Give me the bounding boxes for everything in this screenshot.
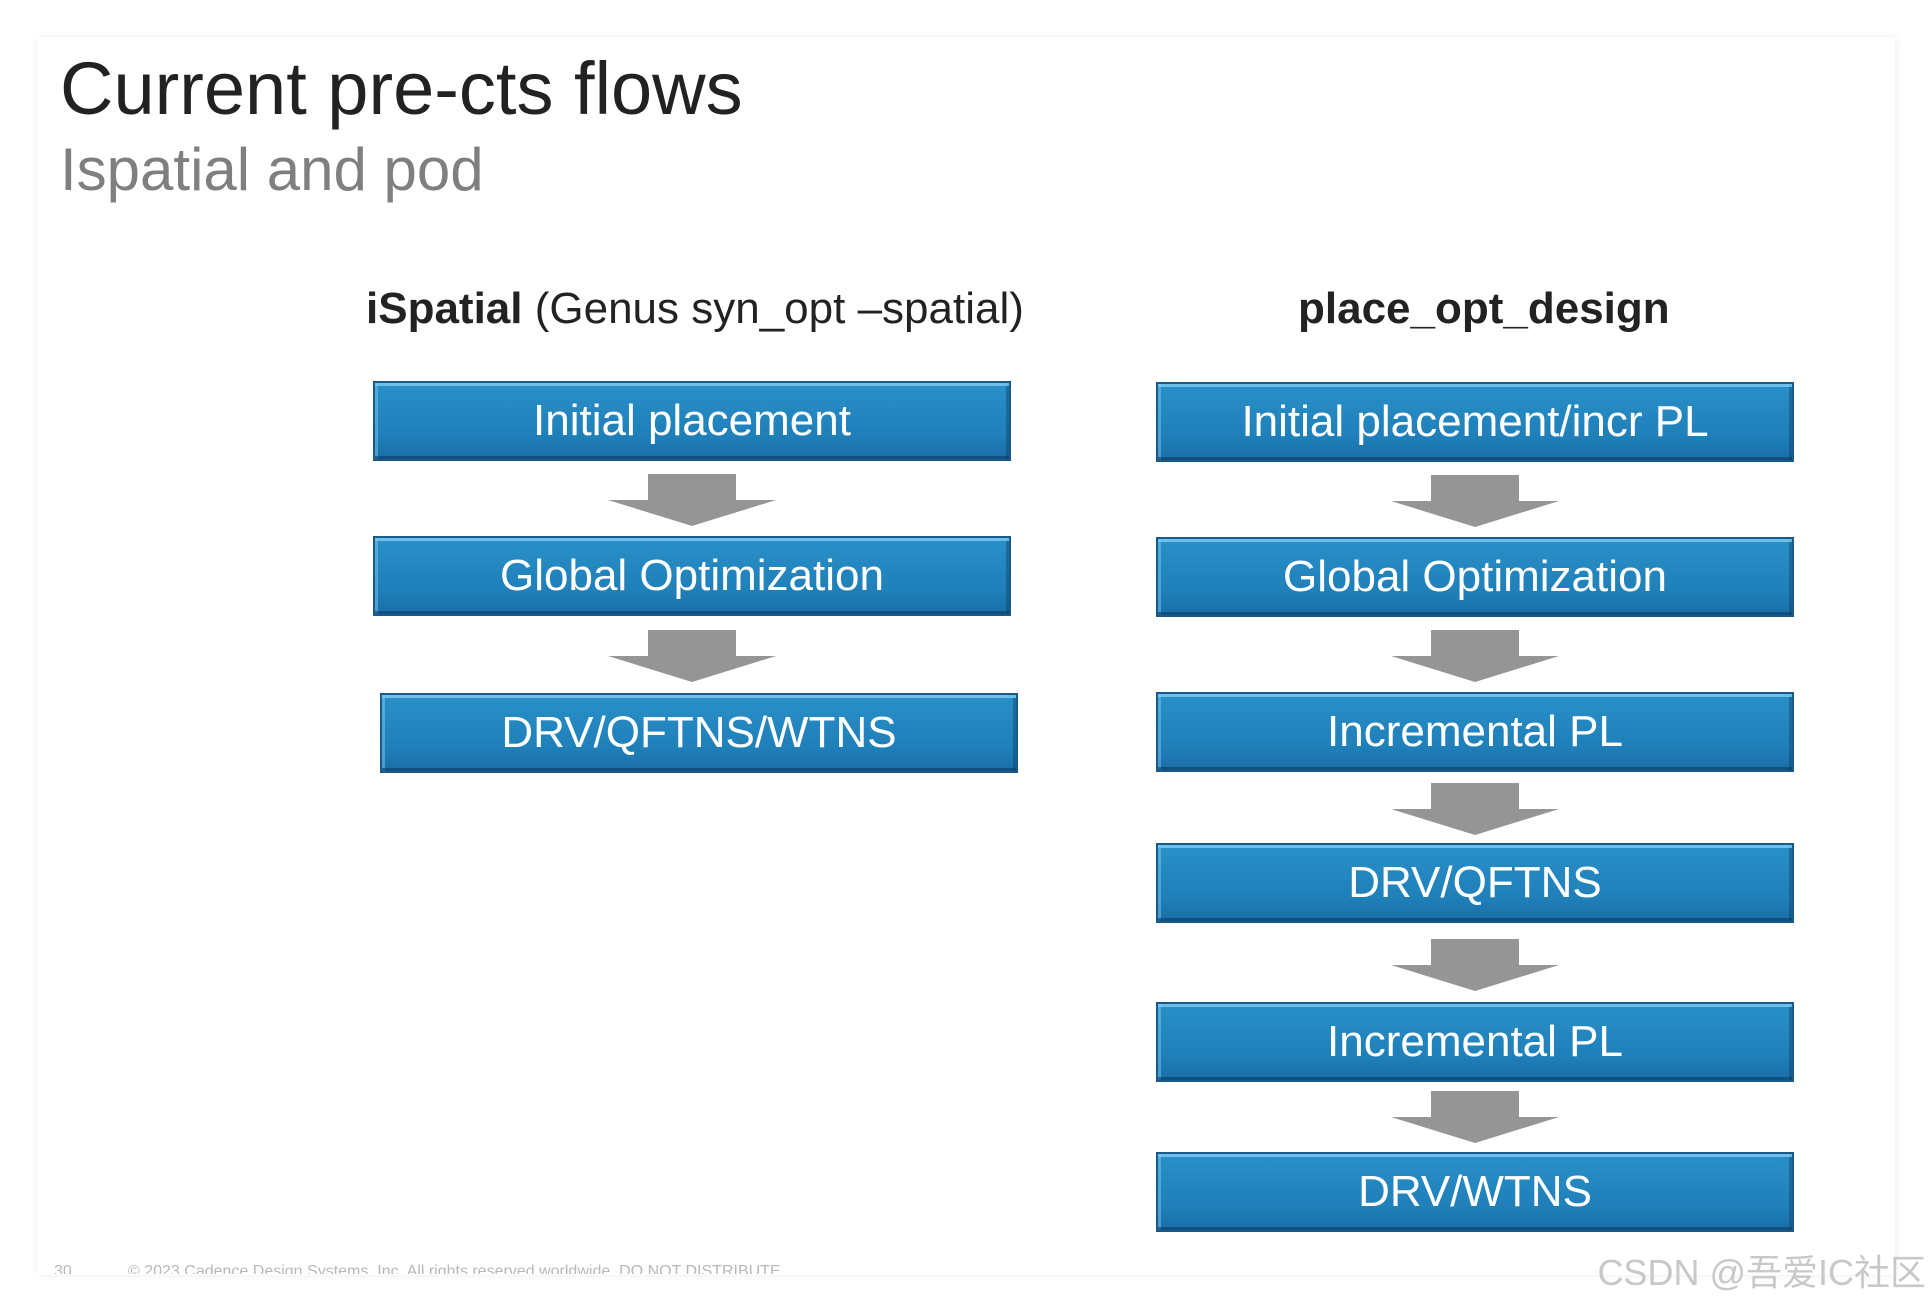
down-arrow-icon	[1391, 939, 1559, 991]
slide	[37, 37, 1895, 1275]
down-arrow-icon	[1391, 630, 1559, 682]
left-heading-bold: iSpatial	[366, 284, 523, 333]
down-arrow-icon	[608, 630, 776, 682]
left-step-global-optimization: Global Optimization	[373, 536, 1011, 616]
right-step-initial-placement-incr-pl: Initial placement/incr PL	[1156, 382, 1794, 462]
watermark: CSDN @吾爱IC社区	[1597, 1252, 1926, 1293]
right-step-global-optimization: Global Optimization	[1156, 537, 1794, 617]
down-arrow-icon	[608, 474, 776, 526]
down-arrow-icon	[1391, 1091, 1559, 1143]
left-column-heading: iSpatial (Genus syn_opt –spatial)	[366, 287, 1024, 331]
right-step-incremental-pl: Incremental PL	[1156, 692, 1794, 772]
right-heading-bold: place_opt_design	[1298, 284, 1670, 333]
right-step-drv-wtns: DRV/WTNS	[1156, 1152, 1794, 1232]
down-arrow-icon	[1391, 475, 1559, 527]
left-heading-rest: (Genus syn_opt –spatial)	[522, 284, 1024, 333]
slide-title: Current pre-cts flows	[60, 47, 743, 130]
left-step-drv-qftns-wtns: DRV/QFTNS/WTNS	[380, 693, 1018, 773]
right-column-heading: place_opt_design	[1298, 287, 1670, 331]
right-step-incremental-pl-2: Incremental PL	[1156, 1002, 1794, 1082]
copyright-notice: © 2023 Cadence Design Systems, Inc. All …	[128, 1264, 786, 1274]
down-arrow-icon	[1391, 783, 1559, 835]
page-number: 30	[54, 1264, 72, 1274]
left-step-initial-placement: Initial placement	[373, 381, 1011, 461]
right-step-drv-qftns: DRV/QFTNS	[1156, 843, 1794, 923]
slide-subtitle: Ispatial and pod	[60, 136, 484, 203]
